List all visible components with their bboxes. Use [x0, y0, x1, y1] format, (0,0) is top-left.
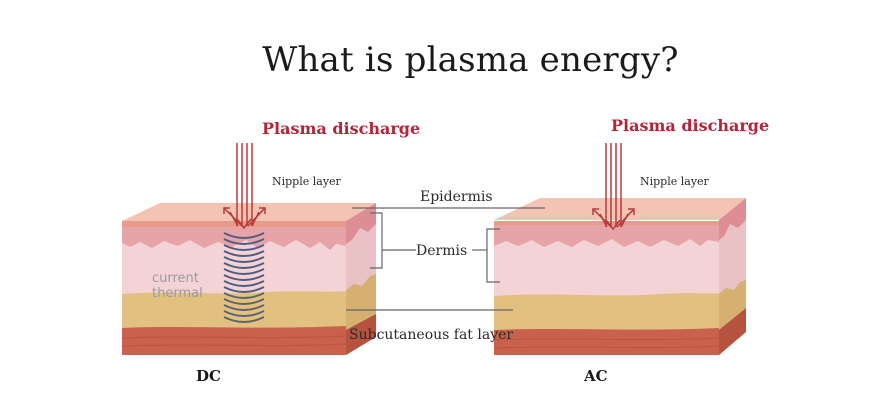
title-text: What is plasma energy? — [262, 40, 679, 80]
dc-current-label: current — [152, 271, 199, 286]
dc-discharge-arrows-icon — [223, 143, 266, 230]
dc-upper-dermis — [122, 226, 346, 250]
ac-plasma-discharge-label: Plasma discharge — [611, 116, 769, 135]
dc-nipple-layer-label: Nipple layer — [272, 175, 342, 188]
subcutaneous-fat-label: Subcutaneous fat layer — [349, 327, 513, 343]
ac-caption: AC — [583, 367, 608, 385]
ac-muscle — [494, 328, 719, 355]
ac-fat — [494, 293, 719, 330]
page-title: What is plasma energy? — [0, 40, 881, 80]
dc-top-face — [122, 203, 376, 221]
dc-wave-column — [223, 232, 265, 323]
dc-thermal-label: thermal — [152, 286, 203, 301]
dermis-label: Dermis — [416, 243, 467, 259]
epidermis-label: Epidermis — [420, 189, 493, 205]
dc-skin-block: current thermal — [122, 203, 376, 355]
ac-discharge-arrows-icon — [592, 143, 635, 231]
dc-caption: DC — [196, 367, 221, 385]
ac-top-face — [494, 198, 746, 220]
layer-leader-lines — [346, 207, 545, 311]
ac-nipple-layer-label: Nipple layer — [640, 175, 710, 188]
dc-muscle — [122, 326, 346, 355]
ac-skin-block — [494, 198, 746, 355]
dc-plasma-discharge-label: Plasma discharge — [262, 119, 420, 138]
dc-fat — [122, 291, 346, 330]
ac-upper-dermis — [494, 224, 719, 247]
dc-epidermis-line — [122, 221, 346, 227]
